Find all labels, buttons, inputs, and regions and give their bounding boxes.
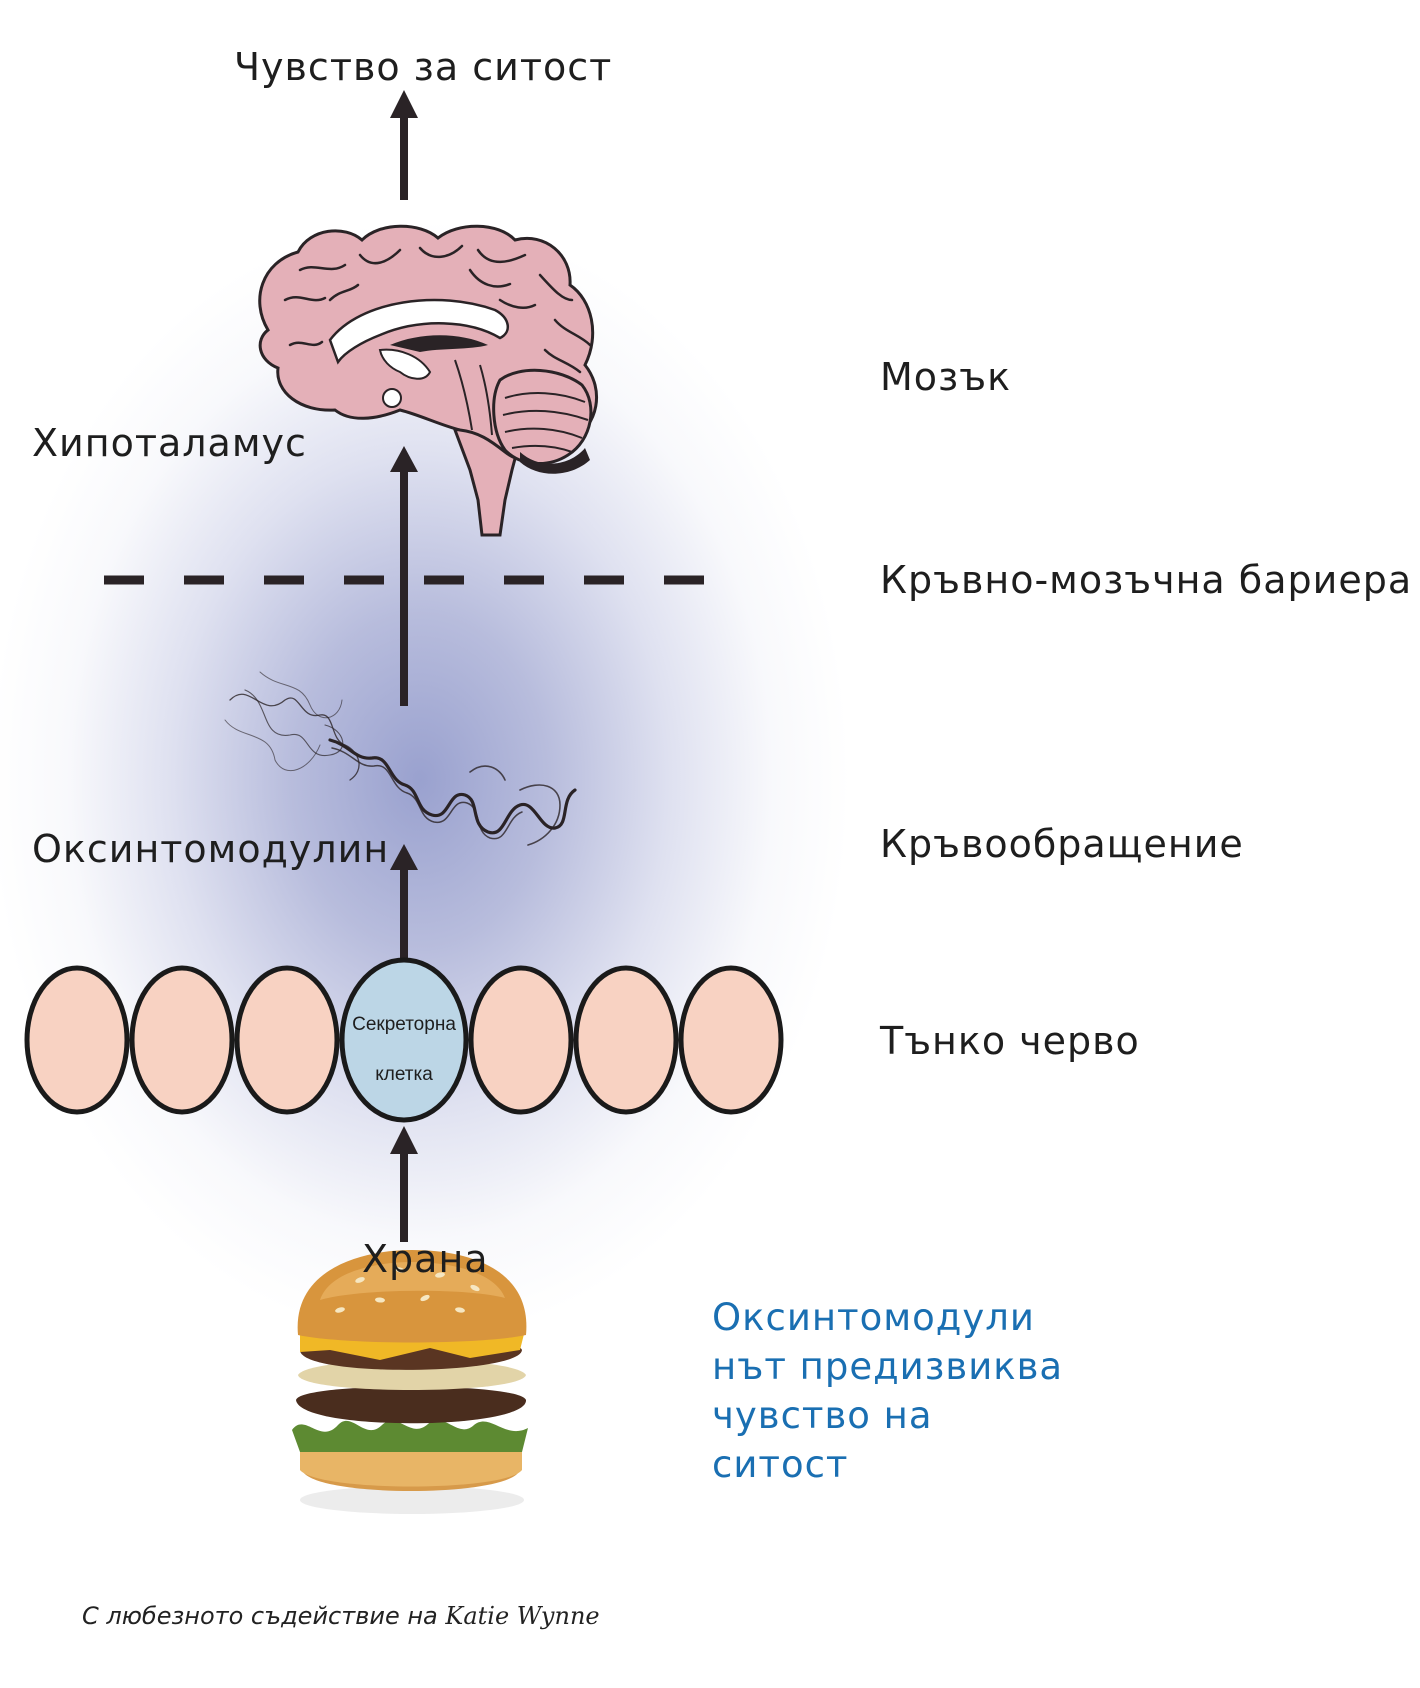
summary-line: Оксинтомодули — [712, 1296, 1035, 1339]
intestine-cell — [468, 965, 574, 1115]
secretory-cell — [339, 957, 469, 1123]
blood-brain-barrier-label: Кръвно-мозъчна бариера — [880, 558, 1413, 602]
intestine-cell — [129, 965, 235, 1115]
brain-illustration — [258, 224, 599, 537]
credit-name: Katie Wynne — [445, 1602, 600, 1630]
satiety-label: Чувство за ситост — [234, 45, 613, 89]
small-intestine-cells — [24, 957, 784, 1123]
summary-note: Оксинтомодули нът предизвиква чувство на… — [712, 1293, 1072, 1489]
summary-line: нът предизвиква — [712, 1345, 1064, 1388]
intestine-cell — [678, 965, 784, 1115]
oxyntomodulin-label: Оксинтомодулин — [32, 827, 390, 871]
arrow-cell-to-circulation — [390, 844, 418, 960]
summary-line: ситост — [712, 1443, 849, 1486]
small-intestine-label: Тънко черво — [880, 1019, 1140, 1063]
circulation-label: Кръвообращение — [880, 822, 1244, 866]
summary-line: чувство на — [712, 1394, 933, 1437]
peptide-structure-illustration — [224, 671, 577, 846]
hamburger-illustration — [292, 1250, 528, 1514]
arrow-circulation-to-hypothalamus — [390, 446, 418, 706]
arrow-brain-to-satiety — [390, 90, 418, 200]
food-label: Храна — [362, 1237, 489, 1281]
intestine-cell — [24, 965, 130, 1115]
credit-prefix: С любезното съдействие на — [82, 1602, 438, 1630]
secretory-cell-label-line1: Секреторна — [352, 1014, 456, 1035]
hypothalamus-label: Хипоталамус — [32, 421, 307, 465]
intestine-cell — [573, 965, 679, 1115]
arrow-food-to-cell — [390, 1126, 418, 1242]
intestine-cell — [234, 965, 340, 1115]
secretory-cell-label-line2: клетка — [375, 1064, 433, 1085]
brain-label: Мозък — [880, 355, 1012, 399]
credit-line: С любезното съдействие на Katie Wynne — [82, 1602, 600, 1630]
